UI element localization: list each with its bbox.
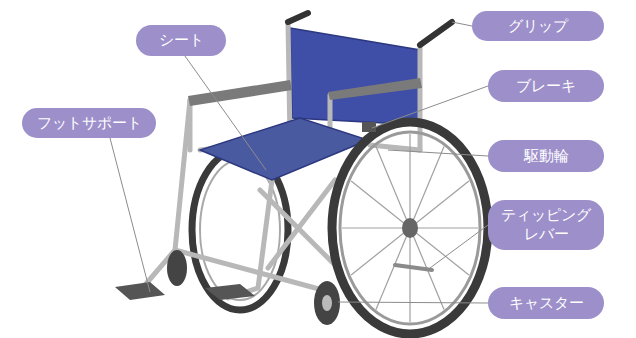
leader-line (452, 22, 472, 26)
part-label: フットサポート (22, 108, 156, 138)
part-name: ブレーキ (516, 77, 576, 96)
part-name: キャスター (509, 294, 584, 313)
part-name: グリップ (508, 17, 568, 36)
caster-hub (322, 295, 332, 311)
grip (288, 13, 308, 22)
armrest-pad (328, 78, 422, 100)
foot-plate (205, 284, 255, 300)
part-name: 駆動輪 (524, 147, 569, 166)
bottom-rail (175, 250, 330, 292)
armrests (188, 78, 422, 106)
leader-line (372, 86, 488, 128)
hub (402, 218, 418, 238)
spokes (342, 134, 478, 322)
spoke (351, 181, 469, 275)
armrest-pad (188, 80, 292, 106)
casters (167, 250, 340, 325)
hand-rim (200, 160, 280, 300)
leader-line (388, 150, 488, 156)
leader-line (110, 138, 150, 292)
spoke (376, 147, 444, 310)
lever (395, 265, 432, 270)
footrests (115, 282, 255, 300)
leader-line (430, 225, 488, 268)
part-label: シート (136, 25, 226, 56)
part-label: ティッピング レバー (488, 200, 604, 250)
frame (145, 22, 420, 298)
rear-wheel-near (332, 122, 488, 334)
part-name: シート (159, 31, 204, 50)
leader-line (185, 56, 266, 170)
part-label: キャスター (488, 287, 604, 319)
cross-brace (268, 180, 335, 268)
grip (420, 22, 452, 45)
leader-lines (110, 22, 488, 303)
part-name: ティッピング レバー (500, 206, 592, 244)
part-label: グリップ (472, 11, 604, 41)
armrest-post (188, 100, 193, 150)
caster-wheel (314, 281, 340, 325)
backrest (290, 28, 420, 125)
part-label: 駆動輪 (488, 140, 604, 172)
leader-line (338, 302, 488, 303)
caster-wheel (167, 250, 187, 286)
grips (288, 13, 452, 45)
foot-plate (115, 282, 165, 300)
part-name: フットサポート (37, 114, 142, 133)
tire (332, 122, 488, 334)
tipping-lever (395, 265, 432, 270)
part-label: ブレーキ (488, 70, 604, 102)
hand-rim (340, 132, 480, 324)
backrest-panel (290, 28, 420, 125)
